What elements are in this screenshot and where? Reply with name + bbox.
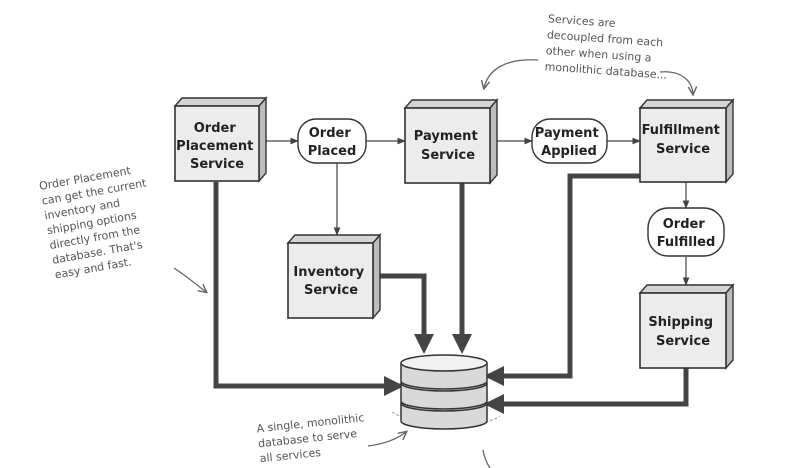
order-fulfilled-label-2: Fulfilled bbox=[657, 235, 716, 250]
order-placed-event: Order Placed bbox=[297, 118, 367, 164]
decoupled-note-line-1: Services are bbox=[548, 12, 617, 30]
order-fulfilled-event: Order Fulfilled bbox=[647, 207, 725, 257]
inventory-label-1: Inventory bbox=[293, 265, 364, 280]
svg-text:Services are decoupled f: Services are decoupled from each other w… bbox=[544, 12, 671, 81]
decoupled-note-left-arrow bbox=[484, 59, 539, 88]
svg-text:Payment Service: Payment Service bbox=[414, 129, 482, 163]
svg-text:Order Fulfilled: Order Fulfilled bbox=[657, 217, 716, 250]
shipping-db-line bbox=[484, 366, 689, 414]
payment-service: Payment Service bbox=[403, 98, 499, 185]
svg-text:Order Placement Se: Order Placement Service bbox=[176, 121, 258, 172]
order-placed-label-2: Placed bbox=[308, 144, 357, 159]
svg-text:Payment Applied: Payment Applied bbox=[535, 126, 603, 159]
order-placement-service: Order Placement Service bbox=[173, 96, 268, 183]
fulfillment-label-2: Service bbox=[656, 142, 710, 157]
fulfillment-service: Fulfillment Service bbox=[638, 98, 735, 184]
monolithic-database-icon bbox=[391, 354, 501, 430]
database-note-arrow bbox=[367, 432, 406, 447]
database-note-line-3: all services bbox=[259, 446, 322, 465]
svg-text:Inventory Service: Inventory Service bbox=[293, 265, 368, 298]
fulfillment-label-1: Fulfillment bbox=[642, 123, 720, 138]
fulfillment-db-line bbox=[484, 173, 640, 386]
order-placement-note: Order Placement can get the current inve… bbox=[38, 161, 164, 282]
shipping-label-1: Shipping bbox=[648, 315, 713, 330]
payment-applied-event: Payment Applied bbox=[531, 118, 608, 164]
order-placement-label-2: Placement bbox=[176, 139, 253, 154]
inventory-db-line bbox=[380, 273, 434, 354]
payment-applied-label-1: Payment bbox=[535, 126, 599, 141]
database-note: A single, monolithic database to serve a… bbox=[256, 411, 372, 465]
shipping-service: Shipping Service bbox=[638, 283, 735, 370]
inventory-service: Inventory Service bbox=[286, 233, 382, 320]
order-placement-label-1: Order bbox=[194, 121, 237, 136]
payment-applied-label-2: Applied bbox=[541, 144, 597, 159]
svg-text:Fulfillment Service: Fulfillment Service bbox=[642, 123, 725, 157]
order-placed-label-1: Order bbox=[309, 126, 352, 141]
cropped-note-arrow bbox=[482, 449, 491, 468]
payment-label-1: Payment bbox=[414, 129, 478, 144]
decoupled-note-right-arrow bbox=[659, 71, 693, 94]
order-placement-label-3: Service bbox=[190, 157, 244, 172]
order-placement-db-line bbox=[213, 182, 404, 396]
payment-label-2: Service bbox=[421, 148, 475, 163]
database-connections bbox=[213, 173, 689, 414]
decoupled-note: Services are decoupled from each other w… bbox=[544, 12, 671, 81]
order-fulfilled-label-1: Order bbox=[663, 217, 706, 232]
svg-text:Order Placement can get: Order Placement can get the current inve… bbox=[38, 161, 164, 281]
order-placement-note-arrow bbox=[173, 267, 206, 292]
svg-text:Order Placed: Order Placed bbox=[308, 126, 357, 159]
shipping-label-2: Service bbox=[656, 334, 710, 349]
svg-text:A single, monolithic dat: A single, monolithic database to serve a… bbox=[256, 411, 372, 465]
svg-text:Shipping Service: Shipping Service bbox=[648, 315, 717, 349]
inventory-label-2: Service bbox=[304, 283, 358, 298]
